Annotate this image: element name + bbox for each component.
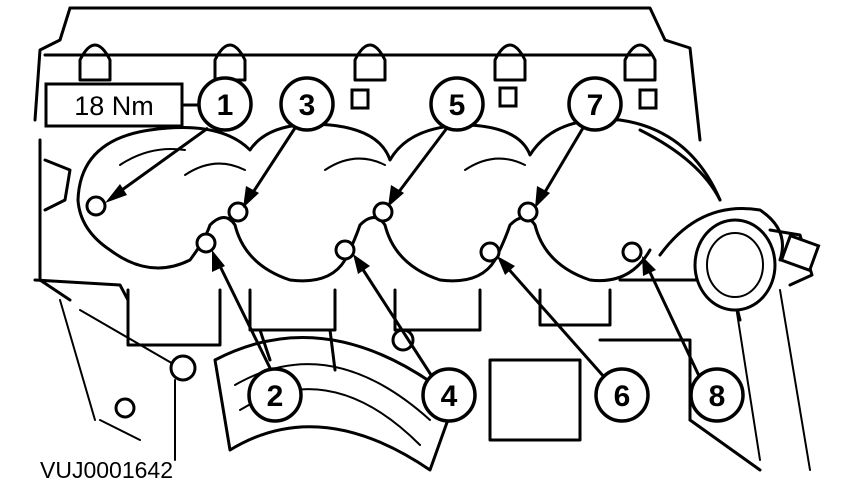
torque-value: 18 Nm bbox=[74, 91, 154, 121]
bolt-8 bbox=[621, 241, 643, 263]
bolt-1 bbox=[85, 195, 107, 217]
callout-3: 3 bbox=[279, 76, 335, 132]
callout-6-number: 6 bbox=[614, 380, 631, 413]
callout-6: 6 bbox=[594, 367, 650, 423]
callout-3-number: 3 bbox=[299, 89, 316, 122]
callout-1: 1 bbox=[197, 76, 253, 132]
callout-8-number: 8 bbox=[709, 380, 726, 413]
leader-arrows bbox=[105, 126, 702, 379]
bolt-3 bbox=[227, 201, 249, 223]
bolt-7 bbox=[517, 201, 539, 223]
figure-code: VUJ0001642 bbox=[40, 457, 173, 483]
callout-2-number: 2 bbox=[267, 380, 284, 413]
torque-label: 18 Nm bbox=[44, 82, 200, 128]
callout-8: 8 bbox=[689, 367, 745, 423]
callout-2: 2 bbox=[247, 367, 303, 423]
manifold-bolts bbox=[85, 195, 643, 263]
bolt-4 bbox=[334, 239, 356, 261]
callout-4: 4 bbox=[421, 367, 477, 423]
callout-5: 5 bbox=[429, 76, 485, 132]
bolt-6 bbox=[479, 241, 501, 263]
callout-5-number: 5 bbox=[449, 89, 466, 122]
bolt-5 bbox=[372, 201, 394, 223]
callout-7-number: 7 bbox=[587, 89, 604, 122]
callout-7: 7 bbox=[567, 76, 623, 132]
callout-4-number: 4 bbox=[441, 380, 458, 413]
bolt-2 bbox=[195, 232, 217, 254]
exhaust-manifold bbox=[76, 117, 821, 312]
callout-1-number: 1 bbox=[217, 89, 234, 122]
